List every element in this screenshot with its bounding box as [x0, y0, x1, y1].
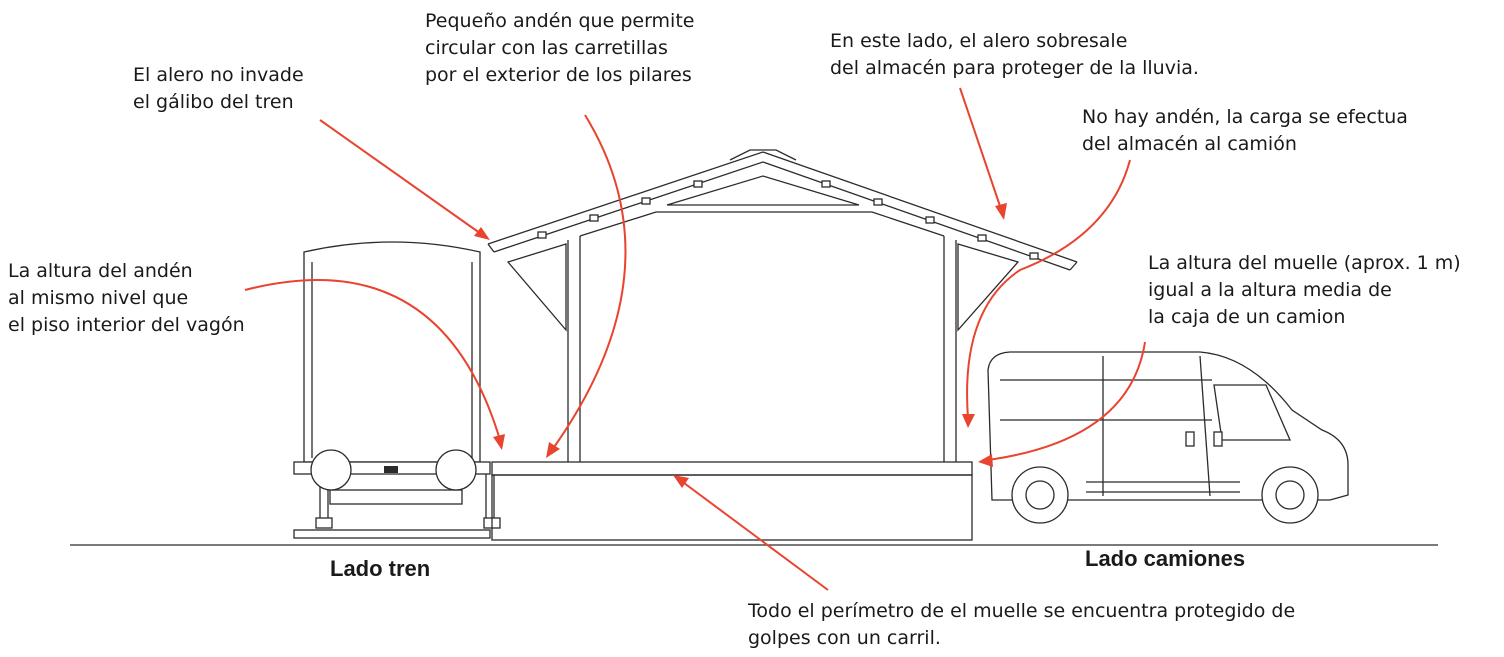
arrow-platform-height: [244, 279, 505, 450]
delivery-van: [987, 351, 1349, 524]
arrow-perimeter-rail: [673, 475, 829, 591]
arrow-no-platform: [962, 159, 1131, 428]
label-train-side: Lado tren: [330, 556, 431, 581]
arrow-dock-height: [978, 341, 1146, 467]
annotation-platform-height: La altura del andén al mismo nivel que e…: [8, 260, 245, 336]
arrow-small-platform: [546, 114, 627, 458]
arrow-eave-overhang: [959, 87, 1007, 220]
arrow-eave-clearance: [319, 119, 490, 240]
annotation-dock-height: La altura del muelle (aprox. 1 m) igual …: [1148, 252, 1461, 328]
train-wagon: [293, 241, 501, 539]
annotation-arrows: [244, 87, 1146, 591]
annotation-small-platform: Pequeño andén que permite circular con l…: [425, 10, 695, 86]
annotation-perimeter-rail: Todo el perímetro de el muelle se encuen…: [748, 600, 1296, 649]
annotation-eave-overhang: En este lado, el alero sobresale del alm…: [830, 30, 1199, 79]
label-truck-side: Lado camiones: [1085, 546, 1246, 571]
annotation-eave-clearance: El alero no invade el gálibo del tren: [133, 64, 304, 113]
warehouse-building: [487, 149, 1078, 541]
annotation-no-platform: No hay andén, la carga se efectua del al…: [1082, 106, 1408, 155]
